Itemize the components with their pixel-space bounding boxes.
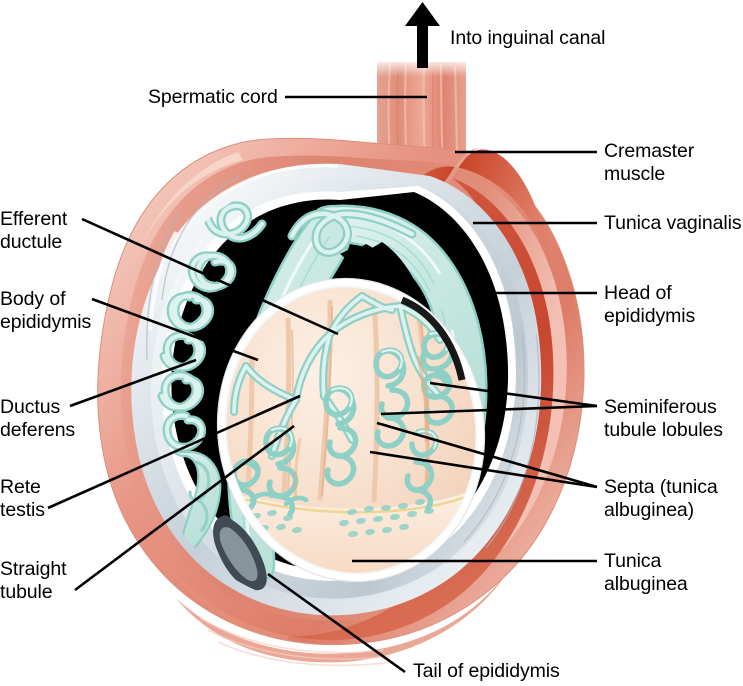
leader-lines: [47, 95, 598, 674]
tubule-cross-sections: [244, 498, 434, 538]
leader-tail-of-epididymis: [267, 572, 406, 674]
label-head-of-epididymis: Head of epididymis: [604, 282, 696, 327]
label-tunica-vaginalis: Tunica vaginalis: [604, 212, 742, 234]
leader-septa-a: [376, 421, 598, 489]
into-inguinal-canal-arrow: [405, 2, 440, 68]
label-efferent-ductule: Efferent ductule: [0, 208, 68, 253]
label-cremaster-muscle: Cremaster muscle: [604, 140, 695, 185]
leader-straight-tubule: [74, 424, 295, 592]
label-into-inguinal-canal: Into inguinal canal: [450, 27, 606, 49]
leader-seminiferous-b: [380, 404, 598, 416]
label-septa-tunica-albuginea: Septa (tunica albuginea): [604, 476, 718, 521]
leader-seminiferous-a: [429, 381, 598, 408]
label-seminiferous-tubule-lobules: Seminiferous tubule lobules: [604, 396, 723, 441]
cavity-wedges: [340, 242, 414, 286]
leader-efferent-ductule: [81, 217, 339, 336]
straight-tubules: [249, 491, 309, 507]
epididymis-testis-groove: [400, 296, 466, 381]
leader-ductus-deferens: [69, 358, 197, 408]
tail-of-epididymis-mass: [213, 515, 267, 591]
leader-body-of-epididymis: [91, 297, 259, 362]
label-tunica-albuginea: Tunica albuginea: [604, 550, 688, 595]
label-rete-testis: Rete testis: [0, 476, 45, 521]
testis-interior: [225, 285, 482, 580]
label-body-of-epididymis: Body of epididymis: [0, 288, 92, 333]
label-spermatic-cord: Spermatic cord: [148, 86, 278, 108]
label-ductus-deferens: Ductus deferens: [0, 396, 76, 441]
label-tail-of-epididymis: Tail of epididymis: [413, 660, 560, 682]
leader-septa-b: [369, 450, 598, 489]
leader-rete-testis: [47, 394, 301, 510]
label-straight-tubule: Straight tubule: [0, 558, 67, 603]
